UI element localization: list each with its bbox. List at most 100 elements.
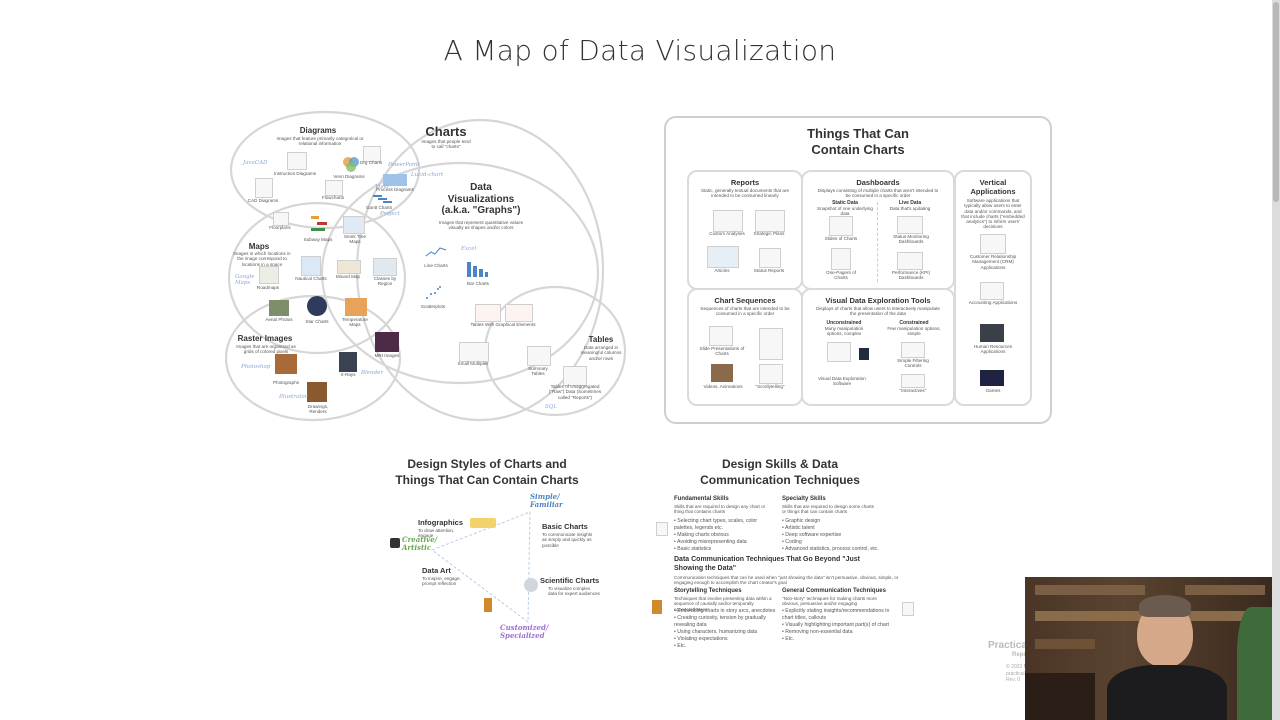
live-data-desc: Data that's updating — [889, 206, 931, 211]
sequences-item: Slide Presentations of Charts — [699, 346, 745, 357]
venn-item-label: Aerial Photos — [265, 317, 293, 322]
infographics-desc: To draw attention, engage — [418, 528, 455, 539]
floorplans-thumb — [273, 212, 289, 226]
accounting-thumb — [980, 282, 1004, 300]
vertical-desc: Software applications that typically all… — [961, 198, 1025, 230]
practical-charts-book-icon — [656, 522, 668, 536]
games-thumb — [980, 370, 1004, 386]
filtering-controls-thumb — [901, 342, 925, 358]
venn-diagram-icon — [343, 157, 359, 172]
xrays-thumb — [339, 352, 357, 372]
dashboards-item: One-Pagers of Charts — [826, 270, 856, 281]
raster-title: Raster Images — [237, 334, 293, 343]
cad-diagrams-thumb — [255, 178, 273, 198]
techniques-title: Data Communication Techniques That Go Be… — [674, 556, 914, 574]
dataviz-title-line1: Data — [470, 182, 492, 193]
dataviz-desc: Images that represent quantitative value… — [438, 220, 523, 231]
venn-item-label: Classes by Region — [373, 276, 397, 287]
venn-item-label: Instruction Diagrams — [273, 171, 317, 176]
specialty-item: Deep software expertise — [782, 532, 902, 539]
venn-diagram: Diagrams Images that feature primarily c… — [225, 108, 635, 428]
venn-item-label: Stonk Tree Maps — [343, 234, 367, 245]
skills-title-line2: Communication Techniques — [700, 473, 860, 488]
fundamental-title: Fundamental Skills — [674, 496, 729, 502]
vertical-title: Vertical Applications — [956, 178, 1030, 196]
exploration-box: Visual Data Exploration Tools Displays o… — [801, 288, 955, 406]
specialty-item: Advanced statistics, process control, et… — [782, 546, 902, 553]
venn-item-label: Scatterplots — [420, 304, 446, 309]
data-art-icon — [390, 538, 400, 548]
small-multiples-thumb — [459, 342, 489, 362]
scientific-charts-title: Scientific Charts — [540, 576, 600, 585]
skills-title: Design Skills & Data Communication Techn… — [640, 456, 920, 488]
vertical-title-line1: Vertical — [979, 178, 1007, 187]
bar-charts-thumb — [467, 262, 488, 277]
fundamental-item: Making charts obvious — [674, 532, 774, 539]
venn-item-label: X-Rays — [340, 372, 356, 377]
fundamental-item: Basic statistics — [674, 546, 774, 553]
styles-triangle — [430, 511, 531, 623]
sequences-item: "Scrollytelling" — [755, 384, 785, 389]
sequences-desc: Sequences of charts that are intended to… — [700, 306, 790, 317]
hand-note: PowerPoint — [388, 162, 420, 168]
dataviz-title-line3: (a.k.a. "Graphs") — [441, 205, 521, 216]
infographics-thumb — [470, 518, 496, 528]
dashboards-title: Dashboards — [856, 178, 900, 187]
charts-desc: Images that people tend to call "charts" — [421, 139, 471, 150]
brand-subtitle: Reporti — [1012, 652, 1033, 658]
hand-note: Google Maps — [235, 274, 255, 286]
videos-thumb — [711, 364, 733, 382]
constrained-desc: Few manipulation options, simple — [887, 326, 941, 337]
venn-item-label: MRI Images — [374, 353, 400, 358]
webcam-overlay — [1025, 577, 1272, 720]
techniques-desc: Communication techniques that can be use… — [674, 575, 899, 586]
design-skills: Design Skills & Data Communication Techn… — [640, 456, 930, 656]
techniques-title-line2: Showing the Data" — [674, 564, 737, 572]
unconstrained-title: Unconstrained — [826, 320, 862, 326]
page-title: A Map of Data Visualization — [443, 34, 837, 67]
constrained-title: Constrained — [899, 320, 929, 326]
styles-title-line2: Things That Can Contain Charts — [395, 473, 579, 488]
venn-item-label: Summary Tables — [528, 366, 548, 377]
storytelling-list: Embedding charts in story arcs, anecdote… — [674, 608, 784, 650]
vertical-title-line2: Applications — [970, 187, 1016, 196]
maps-title: Maps — [248, 242, 270, 251]
diagrams-circle — [229, 110, 421, 230]
mri-images-thumb — [375, 332, 399, 352]
strategic-plans-thumb — [755, 210, 785, 232]
hand-note: Photoshop — [241, 364, 271, 370]
venn-item-label: Org Charts — [359, 160, 383, 165]
venn-item-label: Star Charts — [305, 319, 329, 324]
charts-title: Charts — [425, 124, 467, 139]
fundamental-item: Selecting chart types, scales, color pal… — [674, 518, 774, 532]
scrollbar-thumb[interactable] — [1273, 2, 1279, 202]
storytelling-title: Storytelling Techniques — [674, 588, 742, 594]
maps-circle — [227, 201, 407, 355]
skills-title-line1: Design Skills & Data — [721, 457, 839, 471]
venn-item-label: Gantt Charts — [365, 205, 393, 210]
hand-note: Illustrator — [279, 394, 308, 400]
venn-item-label: Tables of Unaggregated ("Raw") Data (Som… — [548, 384, 602, 400]
vertical-item: Customer Relationship Management (CRM) A… — [969, 254, 1017, 270]
exploration-desc: Displays of charts that allow users to i… — [816, 306, 940, 317]
performance-kpi-thumb — [897, 252, 923, 270]
one-pagers-thumb — [831, 248, 851, 270]
styles-title: Design Styles of Charts and Things That … — [380, 456, 594, 488]
sequences-title: Chart Sequences — [714, 296, 776, 305]
aerial-photos-thumb — [269, 300, 289, 316]
reports-box: Reports Static, generally textual docume… — [687, 170, 803, 290]
vertical-apps-box: Vertical Applications Software applicati… — [954, 170, 1032, 406]
venn-item-label: Photographs — [272, 380, 300, 385]
raw-data-tables-thumb — [563, 366, 587, 386]
copyright-line1: © 2022 N — [1006, 664, 1028, 670]
temperature-maps-thumb — [345, 298, 367, 316]
nautical-thumb — [301, 256, 321, 276]
data-art-title: Data Art — [422, 566, 451, 575]
general-item: Visually highlighting important part(s) … — [782, 622, 902, 629]
reports-item: Strategic Plans — [753, 231, 785, 236]
classes-by-region-thumb — [373, 258, 397, 276]
scientific-thumb — [524, 578, 538, 592]
venn-item-label: Roadmaps — [256, 285, 280, 290]
venn-item-label: Minard Map — [335, 274, 361, 279]
scrollbar[interactable] — [1272, 0, 1280, 720]
